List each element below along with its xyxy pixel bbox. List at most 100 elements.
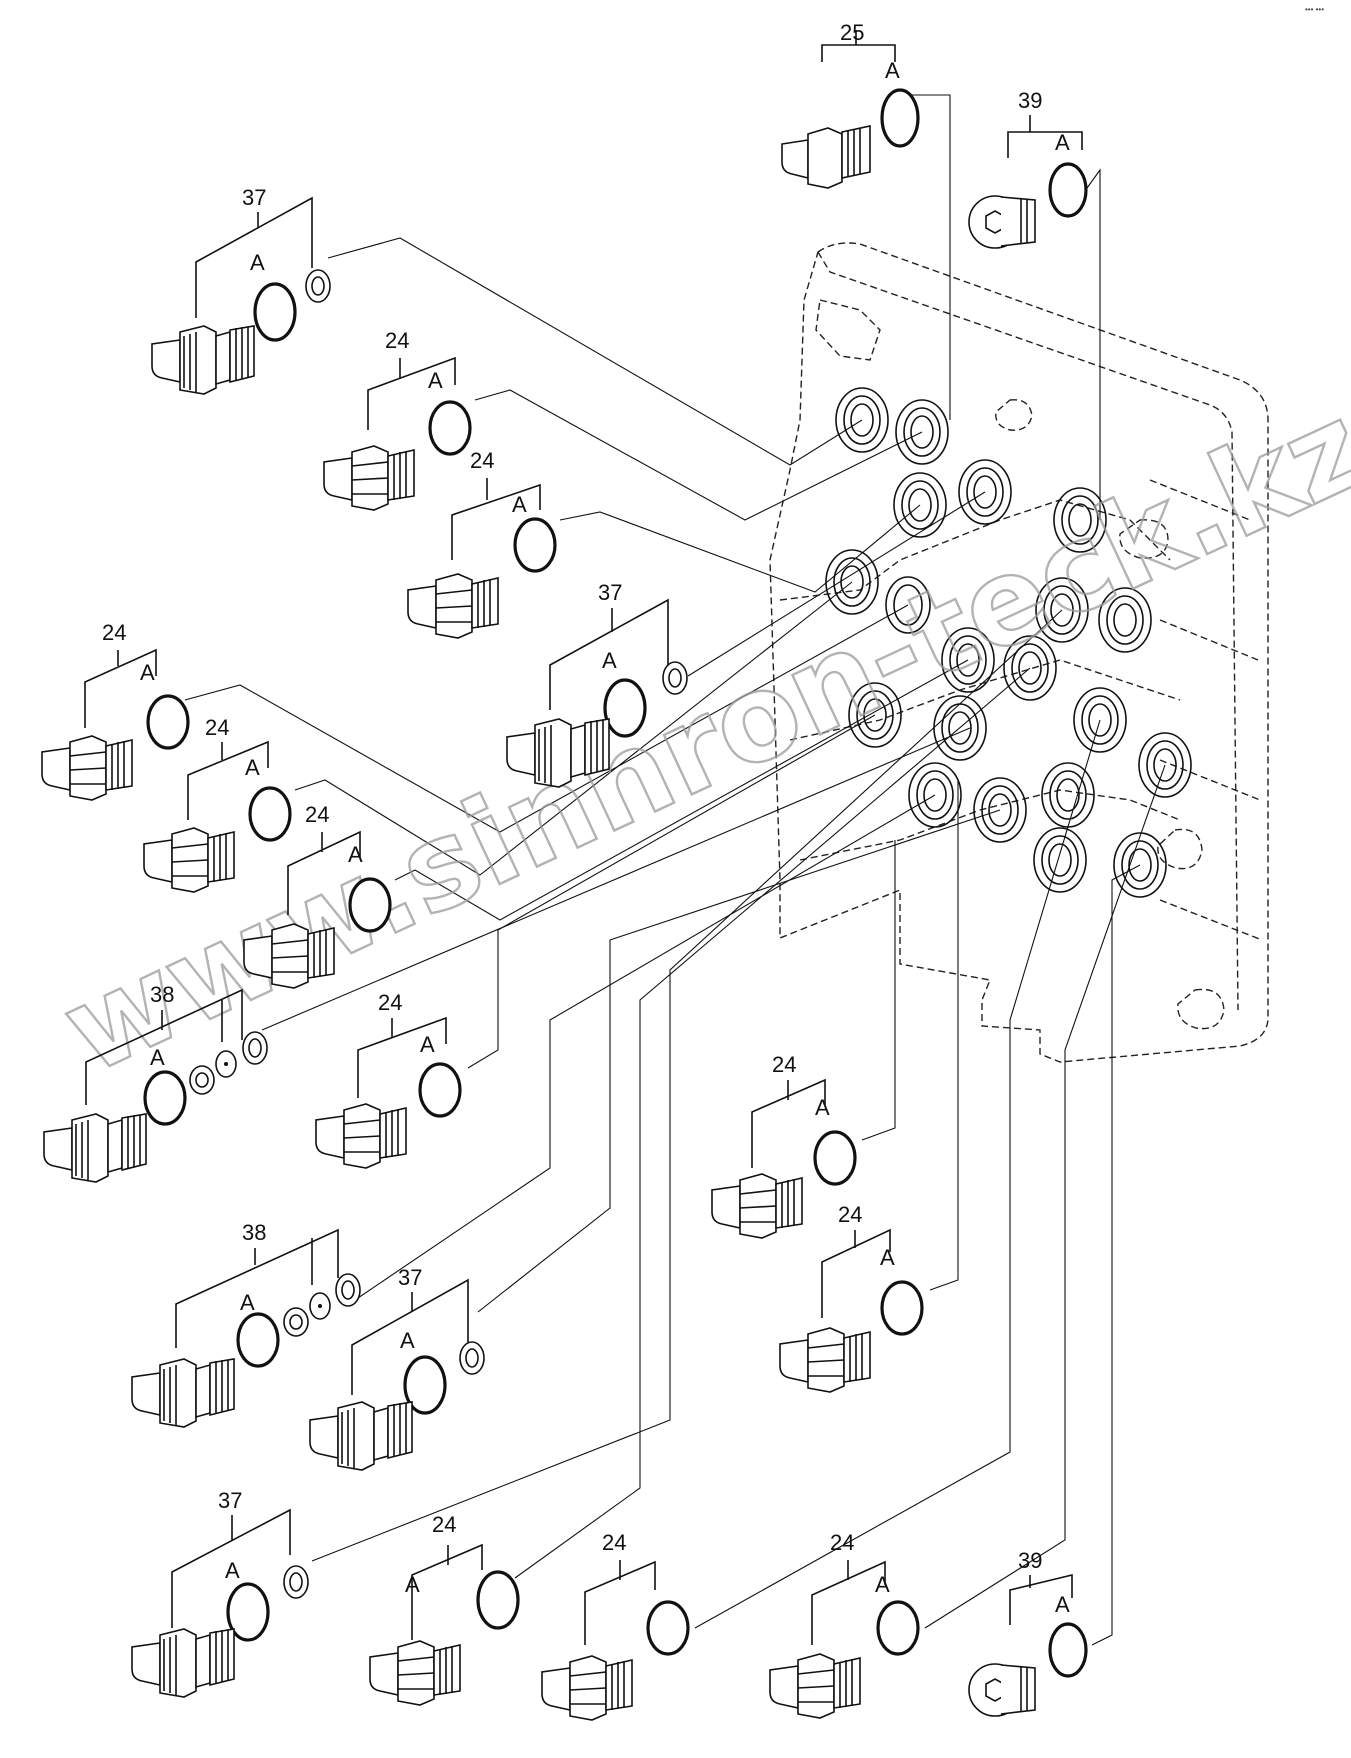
part-label: 24 bbox=[772, 1052, 796, 1077]
part-39-bottom[interactable]: 39 A bbox=[968, 1548, 1088, 1717]
watermark-text: www.sinhron-teck.kz bbox=[44, 377, 1351, 1101]
seal-label: A bbox=[885, 58, 900, 83]
valve-body bbox=[769, 242, 1269, 1063]
seal-label: A bbox=[140, 660, 155, 685]
part-label: 24 bbox=[432, 1512, 456, 1537]
fitting[interactable] bbox=[781, 125, 871, 189]
part-24-k[interactable]: 24 A bbox=[769, 1530, 920, 1719]
part-label: 37 bbox=[218, 1488, 242, 1513]
part-37-c[interactable]: 37 A bbox=[309, 1265, 485, 1471]
part-label: 24 bbox=[305, 802, 329, 827]
fitting[interactable] bbox=[131, 1358, 235, 1428]
fitting[interactable] bbox=[323, 445, 415, 511]
part-label: 24 bbox=[602, 1530, 626, 1555]
watermark: www.sinhron-teck.kz bbox=[42, 376, 1351, 1103]
fitting[interactable] bbox=[309, 1401, 413, 1471]
fitting[interactable] bbox=[41, 735, 133, 801]
part-24-f[interactable]: 24 A bbox=[315, 990, 462, 1169]
part-label: 24 bbox=[830, 1530, 854, 1555]
part-label: 37 bbox=[398, 1265, 422, 1290]
fitting[interactable] bbox=[541, 1655, 633, 1721]
o-ring[interactable] bbox=[348, 877, 392, 933]
part-label: 39 bbox=[1018, 88, 1042, 113]
seal-label: A bbox=[240, 1290, 255, 1315]
part-24-e[interactable]: 24 A bbox=[243, 802, 392, 989]
o-ring[interactable] bbox=[876, 1600, 920, 1656]
part-label: 24 bbox=[102, 620, 126, 645]
seal-label: A bbox=[815, 1095, 830, 1120]
seal-label: A bbox=[880, 1245, 895, 1270]
part-label: 24 bbox=[838, 1202, 862, 1227]
leader-lines bbox=[184, 94, 1166, 1646]
fitting[interactable] bbox=[407, 573, 499, 639]
valve-ports bbox=[825, 387, 1192, 898]
fitting[interactable] bbox=[43, 1113, 147, 1183]
fitting[interactable] bbox=[769, 1653, 861, 1719]
fitting[interactable] bbox=[315, 1103, 407, 1169]
part-24-a[interactable]: 24 A bbox=[323, 328, 472, 511]
o-ring[interactable] bbox=[253, 282, 297, 342]
fitting[interactable] bbox=[711, 1173, 803, 1239]
part-38-b[interactable]: 38 A bbox=[131, 1220, 361, 1428]
seal-label: A bbox=[150, 1045, 165, 1070]
seal-label: A bbox=[512, 492, 527, 517]
seal-label: A bbox=[250, 250, 265, 275]
o-ring[interactable] bbox=[403, 1355, 447, 1415]
part-24-b[interactable]: 24 A bbox=[407, 448, 557, 639]
part-24-d[interactable]: 24 A bbox=[143, 715, 292, 893]
o-ring[interactable] bbox=[646, 1600, 690, 1656]
o-ring[interactable] bbox=[226, 1582, 270, 1642]
fitting[interactable] bbox=[779, 1327, 871, 1393]
o-ring[interactable] bbox=[418, 1062, 462, 1118]
part-label: 24 bbox=[205, 715, 229, 740]
seal-label: A bbox=[602, 648, 617, 673]
o-ring[interactable] bbox=[1048, 162, 1088, 218]
o-ring[interactable] bbox=[143, 1070, 187, 1126]
part-37-a[interactable]: 37 A bbox=[151, 185, 331, 395]
seal-label: A bbox=[875, 1572, 890, 1597]
part-24-c[interactable]: 24 A bbox=[41, 620, 190, 801]
o-ring[interactable] bbox=[813, 1130, 857, 1186]
part-label: 25 bbox=[840, 20, 864, 45]
fitting[interactable] bbox=[369, 1640, 461, 1706]
seal-label: A bbox=[225, 1558, 240, 1583]
seal-label: A bbox=[420, 1032, 435, 1057]
part-label: 38 bbox=[150, 982, 174, 1007]
part-label: 24 bbox=[470, 448, 494, 473]
part-label: 24 bbox=[378, 990, 402, 1015]
o-ring[interactable] bbox=[248, 786, 292, 842]
part-24-j[interactable]: 24 bbox=[541, 1530, 690, 1721]
part-38-a[interactable]: 38 A bbox=[43, 982, 268, 1183]
fitting[interactable] bbox=[143, 827, 235, 893]
part-24-h[interactable]: 24 A bbox=[779, 1202, 924, 1393]
o-ring[interactable] bbox=[880, 88, 920, 148]
part-label: 39 bbox=[1018, 1548, 1042, 1573]
part-25-top[interactable]: 25 A bbox=[781, 20, 920, 189]
o-ring[interactable] bbox=[1048, 1622, 1088, 1678]
o-ring[interactable] bbox=[513, 517, 557, 573]
part-label: 37 bbox=[242, 185, 266, 210]
part-24-g[interactable]: 24 A bbox=[711, 1052, 857, 1239]
fitting[interactable] bbox=[131, 1628, 235, 1698]
part-label: 24 bbox=[385, 328, 409, 353]
o-ring[interactable] bbox=[476, 1570, 520, 1630]
part-37-d[interactable]: 37 A bbox=[131, 1488, 309, 1698]
o-ring[interactable] bbox=[236, 1312, 280, 1368]
part-label: 38 bbox=[242, 1220, 266, 1245]
o-ring[interactable] bbox=[603, 678, 647, 738]
o-ring[interactable] bbox=[428, 400, 472, 456]
seal-label: A bbox=[428, 368, 443, 393]
part-24-i[interactable]: 24 A bbox=[369, 1512, 520, 1706]
fitting[interactable] bbox=[151, 325, 255, 395]
seal-label: A bbox=[1055, 130, 1070, 155]
seal-label: A bbox=[348, 842, 363, 867]
part-37-b[interactable]: 37 A bbox=[506, 580, 688, 788]
o-ring[interactable] bbox=[146, 694, 190, 750]
plug[interactable] bbox=[968, 195, 1036, 249]
part-label: 37 bbox=[598, 580, 622, 605]
seal-label: A bbox=[245, 755, 260, 780]
o-ring[interactable] bbox=[880, 1280, 924, 1336]
plug[interactable] bbox=[968, 1663, 1036, 1717]
part-39-top[interactable]: 39 A bbox=[968, 88, 1088, 249]
